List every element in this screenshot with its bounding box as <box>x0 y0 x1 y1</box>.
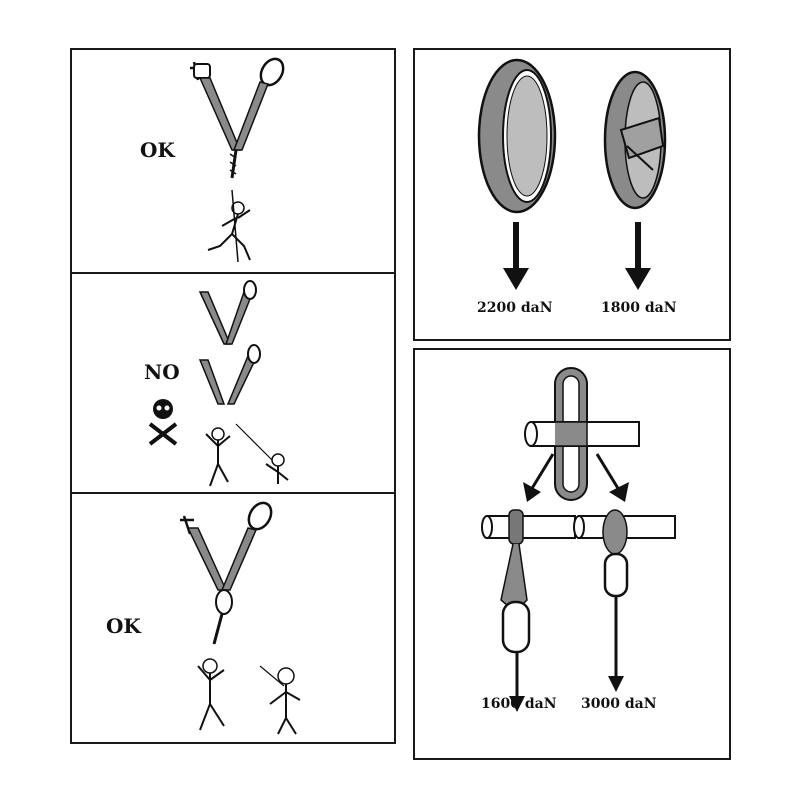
sling-strength-panel: 2200 daN 1800 daN <box>413 48 731 341</box>
girth-hitch-rating: 1600 daN <box>481 696 557 712</box>
load-arrow-icon <box>625 222 651 290</box>
basket-hitch-icon <box>574 510 675 692</box>
basket-hitch-rating: 3000 daN <box>581 696 657 712</box>
panel-middle-no: NO <box>72 274 394 492</box>
bar-with-sling-icon <box>525 368 639 500</box>
sling-comparison-illustration <box>415 50 729 339</box>
lanyard-v-illustration <box>72 50 394 272</box>
load-arrow-icon <box>503 222 529 290</box>
knotted-sling-icon <box>605 72 665 208</box>
skull-crossbones-icon <box>150 399 176 444</box>
lanyard-failure-illustration <box>72 274 394 492</box>
bar-strength-panel: 1600 daN 3000 daN <box>413 348 731 760</box>
bar-hitch-illustration <box>415 350 729 758</box>
open-sling-icon <box>479 60 555 212</box>
open-sling-rating: 2200 daN <box>477 300 553 316</box>
left-illustration-column: OK NO <box>70 48 396 744</box>
knotted-sling-rating: 1800 daN <box>601 300 677 316</box>
panel-top-ok: OK <box>72 50 394 272</box>
double-lanyard-illustration <box>72 494 394 742</box>
girth-hitch-icon <box>482 510 575 712</box>
panel-bottom-ok: OK <box>72 494 394 742</box>
